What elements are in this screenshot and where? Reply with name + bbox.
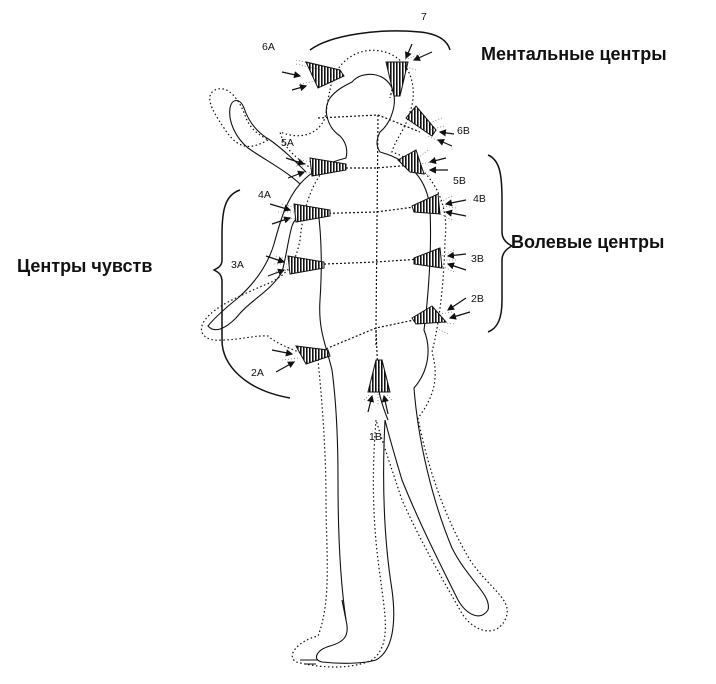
senses-centers-label: Центры чувств [17,256,152,277]
label-7: 7 [421,11,427,23]
label-5b: 5B [453,175,466,187]
cone-5b [398,150,424,174]
aura-outline [201,50,507,667]
mental-centers-label: Ментальные центры [481,44,667,65]
label-1b: 1B [369,431,382,443]
label-4b: 4B [473,193,486,205]
cone-6b [406,106,436,136]
label-5a: 5A [281,137,294,149]
center-labels: 7 6A 6B 5A 5B 4A 4B 3A 3B 2A 2B 1B [231,11,486,443]
energy-centers [288,62,446,392]
cone-4b [412,194,440,214]
label-2a: 2A [251,367,264,379]
cone-3b [414,248,442,268]
label-4a: 4A [258,189,271,201]
cone-5a [310,158,346,176]
cone-1b [368,360,390,392]
cone-4a [294,204,330,222]
cone-2b [412,306,446,324]
group-brackets [214,31,512,398]
label-2b: 2B [471,293,484,305]
cone-2a [296,346,330,364]
cone-7 [386,62,408,96]
label-3a: 3A [231,259,244,271]
will-centers-label: Волевые центры [511,232,664,253]
label-6a: 6A [262,41,275,53]
label-3b: 3B [471,253,484,265]
cone-3a [288,256,324,274]
inflow-arrows [266,44,470,414]
cone-6a [306,62,344,88]
label-6b: 6B [457,125,470,137]
